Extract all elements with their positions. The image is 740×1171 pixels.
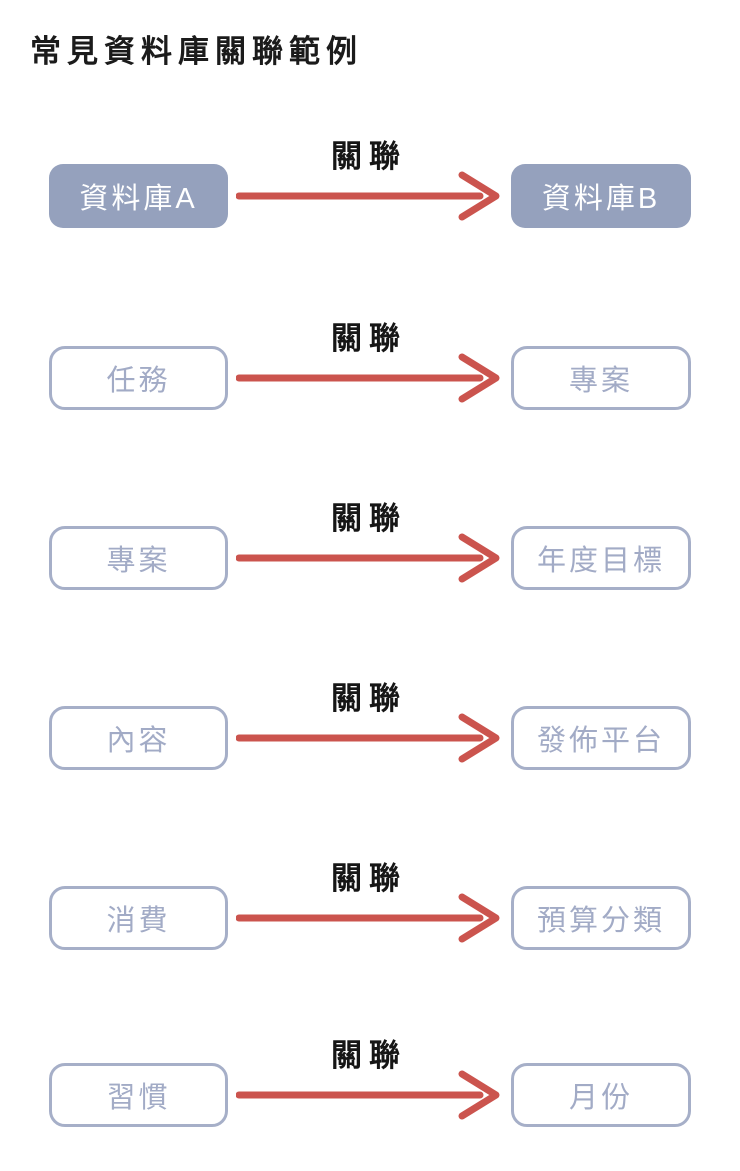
relation-label: 關聯 — [331, 1038, 407, 1073]
node-habits: 習慣 — [49, 1063, 228, 1127]
relation-row: 關聯 專案 年度目標 — [0, 476, 740, 592]
arrow-right-icon — [236, 713, 500, 763]
relation-label: 關聯 — [331, 321, 407, 356]
node-spending: 消費 — [49, 886, 228, 950]
relation-row: 關聯 消費 預算分類 — [0, 836, 740, 952]
node-month: 月份 — [511, 1063, 691, 1127]
relation-label: 關聯 — [331, 861, 407, 896]
node-tasks: 任務 — [49, 346, 228, 410]
relation-row: 關聯 資料庫A 資料庫B — [0, 114, 740, 230]
arrow-right-icon — [236, 353, 500, 403]
arrow-right-icon — [236, 1070, 500, 1120]
arrow-right-icon — [236, 171, 500, 221]
node-projects: 專案 — [511, 346, 691, 410]
arrow-right-icon — [236, 533, 500, 583]
relation-row: 關聯 內容 發佈平台 — [0, 656, 740, 772]
node-projects: 專案 — [49, 526, 228, 590]
arrow-right-icon — [236, 893, 500, 943]
page-title: 常見資料庫關聯範例 — [30, 34, 363, 69]
node-database-b: 資料庫B — [511, 164, 691, 228]
node-budget-category: 預算分類 — [511, 886, 691, 950]
node-publish-platform: 發佈平台 — [511, 706, 691, 770]
node-database-a: 資料庫A — [49, 164, 228, 228]
relation-label: 關聯 — [331, 139, 407, 174]
node-content: 內容 — [49, 706, 228, 770]
node-annual-goals: 年度目標 — [511, 526, 691, 590]
relation-label: 關聯 — [331, 501, 407, 536]
relation-row: 關聯 任務 專案 — [0, 296, 740, 412]
relation-row: 關聯 習慣 月份 — [0, 1013, 740, 1129]
relation-label: 關聯 — [331, 681, 407, 716]
